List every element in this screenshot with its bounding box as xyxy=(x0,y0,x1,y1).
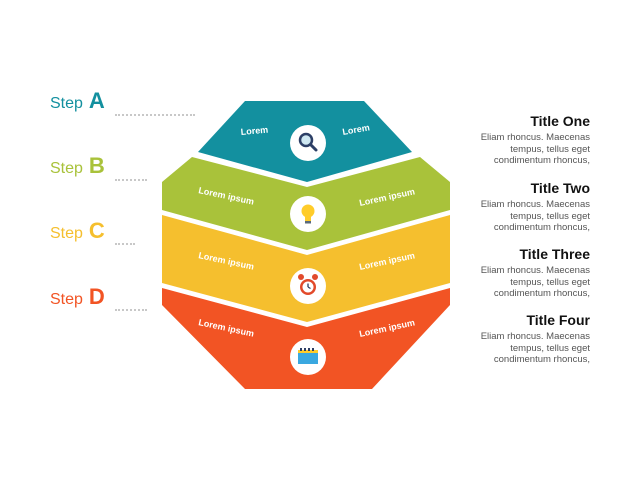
step-label-d: Step D xyxy=(50,284,105,310)
info-line: condimentum rhoncus, xyxy=(493,354,590,365)
info-block-two: Title Two Eliam rhoncus. Maecenas tempus… xyxy=(410,180,590,234)
alarm-clock-icon xyxy=(290,268,326,304)
step-word: Step xyxy=(50,225,83,242)
step-word: Step xyxy=(50,291,83,308)
info-title: Title Four xyxy=(526,312,590,328)
info-block-one: Title One Eliam rhoncus. Maecenas tempus… xyxy=(410,113,590,167)
info-description: Eliam rhoncus. Maecenas tempus, tellus e… xyxy=(410,265,590,300)
step-word: Step xyxy=(50,95,83,112)
info-line: tempus, tellus eget xyxy=(510,276,590,288)
info-title: Title Three xyxy=(519,246,590,262)
calendar-icon xyxy=(290,339,326,375)
info-line: tempus, tellus eget xyxy=(510,342,590,354)
info-description: Eliam rhoncus. Maecenas tempus, tellus e… xyxy=(410,132,590,167)
step-label-b: Step B xyxy=(50,153,105,179)
lightbulb-icon xyxy=(290,196,326,232)
step-letter: A xyxy=(88,88,105,113)
info-line: condimentum rhoncus, xyxy=(493,155,590,166)
segment-1-right-label: Lorem xyxy=(342,122,371,137)
info-line: condimentum rhoncus, xyxy=(493,288,590,299)
info-line: Eliam rhoncus. Maecenas xyxy=(480,199,590,210)
info-line: condimentum rhoncus, xyxy=(493,222,590,233)
connector-dots-c xyxy=(115,243,135,245)
info-block-three: Title Three Eliam rhoncus. Maecenas temp… xyxy=(410,246,590,300)
connector-dots-a xyxy=(115,114,195,116)
segment-orange xyxy=(162,288,450,389)
connector-dots-b xyxy=(115,179,147,181)
info-block-four: Title Four Eliam rhoncus. Maecenas tempu… xyxy=(410,312,590,366)
info-description: Eliam rhoncus. Maecenas tempus, tellus e… xyxy=(410,199,590,234)
info-line: Eliam rhoncus. Maecenas xyxy=(480,265,590,276)
info-title: Title One xyxy=(530,113,590,129)
magnifier-icon xyxy=(290,125,326,161)
step-letter: C xyxy=(88,218,105,243)
info-description: Eliam rhoncus. Maecenas tempus, tellus e… xyxy=(410,331,590,366)
info-line: tempus, tellus eget xyxy=(510,143,590,155)
info-line: tempus, tellus eget xyxy=(510,210,590,222)
info-title: Title Two xyxy=(530,180,590,196)
connector-dots-d xyxy=(115,309,147,311)
step-word: Step xyxy=(50,160,83,177)
info-line: Eliam rhoncus. Maecenas xyxy=(480,331,590,342)
info-line: Eliam rhoncus. Maecenas xyxy=(480,132,590,143)
step-label-a: Step A xyxy=(50,88,105,114)
step-label-c: Step C xyxy=(50,218,105,244)
step-letter: B xyxy=(88,153,105,178)
step-letter: D xyxy=(88,284,105,309)
segment-1-left-label: Lorem xyxy=(240,125,268,137)
